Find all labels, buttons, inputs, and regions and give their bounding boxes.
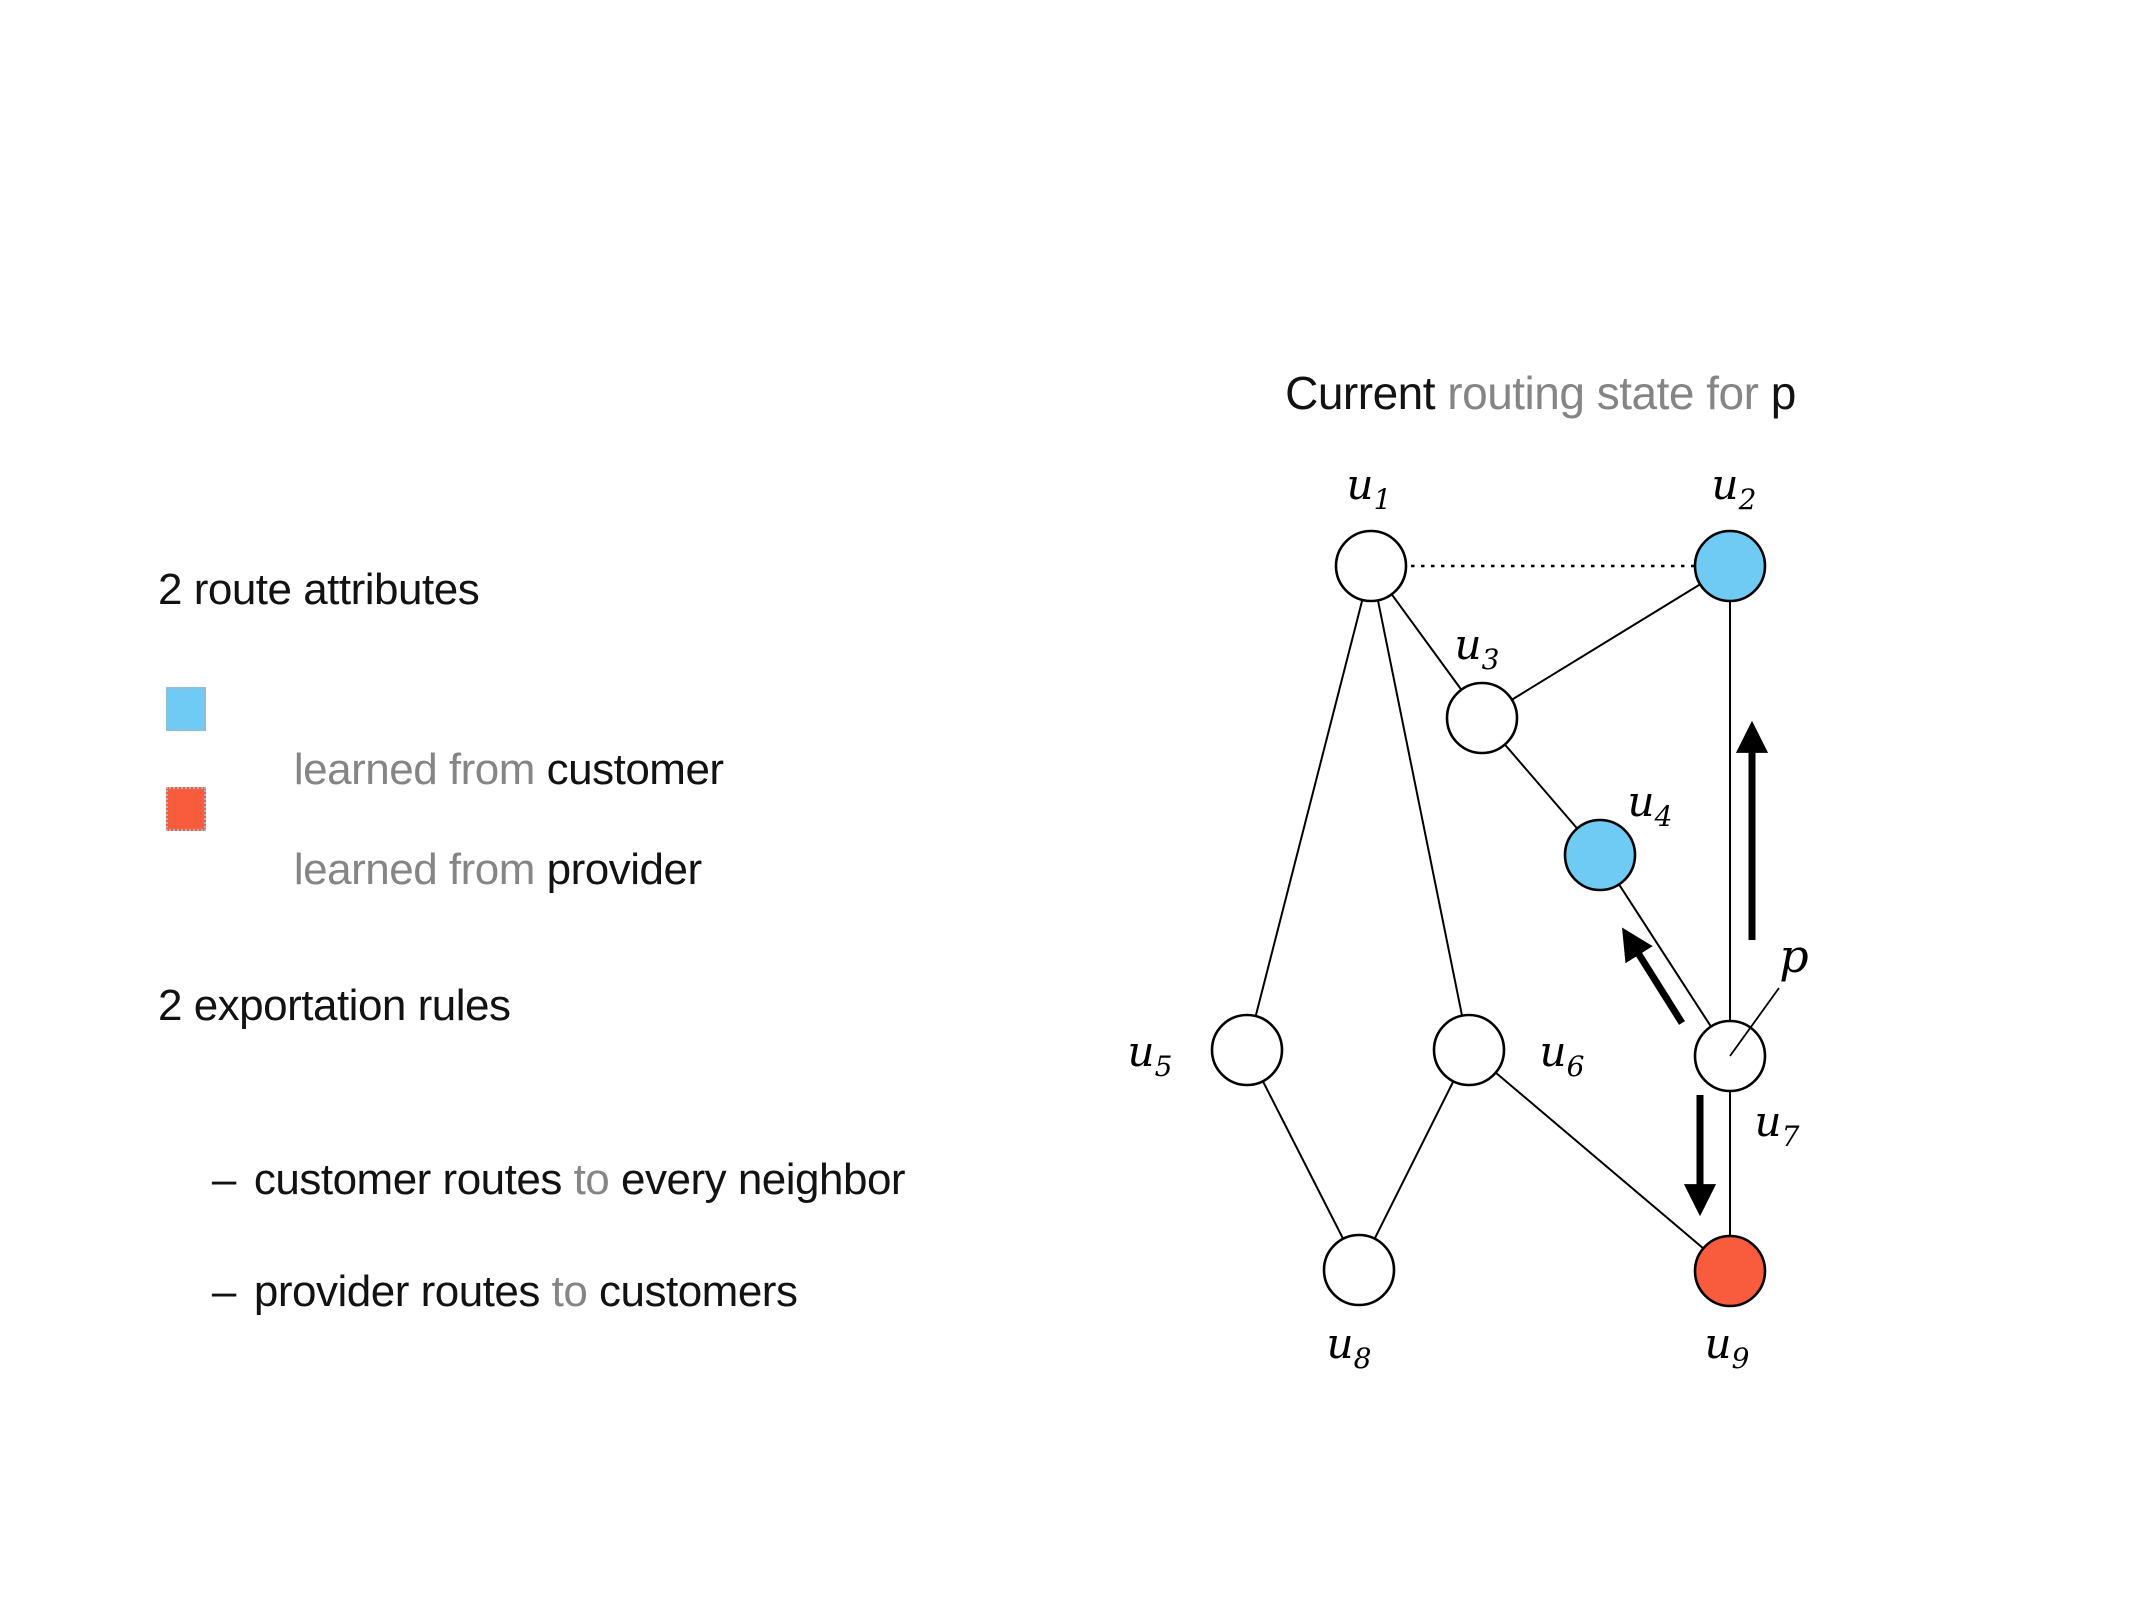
node-u2 xyxy=(1693,529,1767,603)
node-label-u8: u8 xyxy=(1327,1319,1372,1375)
bullet-customer-routes: –customer routes to every neighbor xyxy=(165,1090,906,1270)
graph-title: Current routing state for p xyxy=(1236,303,1796,483)
node-label-u2: u2 xyxy=(1712,460,1757,516)
node-label-u3: u3 xyxy=(1455,620,1500,676)
customer-color-swatch xyxy=(166,687,206,731)
bullet-provider-routes: –provider routes to customers xyxy=(165,1202,798,1382)
bullet2-black1: provider routes xyxy=(253,1267,552,1316)
bullet1-gray: to xyxy=(573,1155,621,1204)
bullet2-black2: customers xyxy=(599,1267,798,1316)
node-label-u5: u5 xyxy=(1128,1027,1173,1083)
node-u5 xyxy=(1210,1013,1284,1087)
edge-u5-u8 xyxy=(1246,1049,1360,1271)
edge-u4-u7 xyxy=(1599,854,1731,1057)
provider-color-swatch xyxy=(166,787,206,831)
edge-u6-u8 xyxy=(1358,1049,1470,1271)
node-u8 xyxy=(1322,1233,1396,1307)
bullet2-gray: to xyxy=(551,1267,600,1316)
prefix-p-label: p xyxy=(1779,929,1808,983)
arrows-layer xyxy=(1622,720,1769,1217)
node-u4 xyxy=(1563,818,1637,892)
node-label-u9: u9 xyxy=(1705,1319,1750,1375)
edge-u2-u3 xyxy=(1481,565,1731,719)
p-pointer-line xyxy=(1729,987,1780,1057)
legend-customer-row: learned from customer xyxy=(247,680,724,860)
bullet-dash: – xyxy=(211,1155,236,1204)
bullet-dash: – xyxy=(211,1267,236,1316)
graph-title-black-prefix: Current xyxy=(1285,367,1436,419)
node-u1 xyxy=(1334,529,1408,603)
edge-u1-u6 xyxy=(1370,565,1470,1051)
bullet1-black1: customer routes xyxy=(253,1155,574,1204)
legend-provider-gray: learned from xyxy=(293,845,547,894)
graph-title-gray-middle: routing state for xyxy=(1435,367,1771,419)
routing-graph: u1 u2 u3 u4 u5 u6 u7 u8 u9 p xyxy=(1128,460,1809,1375)
node-u3 xyxy=(1445,681,1519,755)
exportation-rules-heading: 2 exportation rules xyxy=(158,981,511,1030)
bullet1-black2: every neighbor xyxy=(621,1155,906,1204)
edge-u6-u9 xyxy=(1468,1049,1731,1272)
node-label-u1: u1 xyxy=(1347,460,1392,516)
legend-customer-gray: learned from xyxy=(293,745,547,794)
legend-customer-black: customer xyxy=(546,745,724,794)
arrow-diag-u7-to-u4 xyxy=(1622,927,1685,1025)
node-label-u4: u4 xyxy=(1628,777,1673,833)
legend-provider-row: learned from provider xyxy=(247,780,702,960)
edge-u1-u5 xyxy=(1246,565,1372,1051)
node-u9 xyxy=(1693,1234,1767,1308)
route-attributes-heading: 2 route attributes xyxy=(158,565,480,614)
nodes-layer xyxy=(1210,529,1767,1308)
node-label-u7: u7 xyxy=(1755,1097,1800,1153)
graph-title-prefix-p: p xyxy=(1770,367,1797,419)
labels-layer: u1 u2 u3 u4 u5 u6 u7 u8 u9 p xyxy=(1128,460,1809,1375)
node-label-u6: u6 xyxy=(1540,1027,1585,1083)
edges-layer xyxy=(1246,564,1731,1272)
node-u6 xyxy=(1432,1013,1506,1087)
legend-provider-black: provider xyxy=(546,845,702,894)
